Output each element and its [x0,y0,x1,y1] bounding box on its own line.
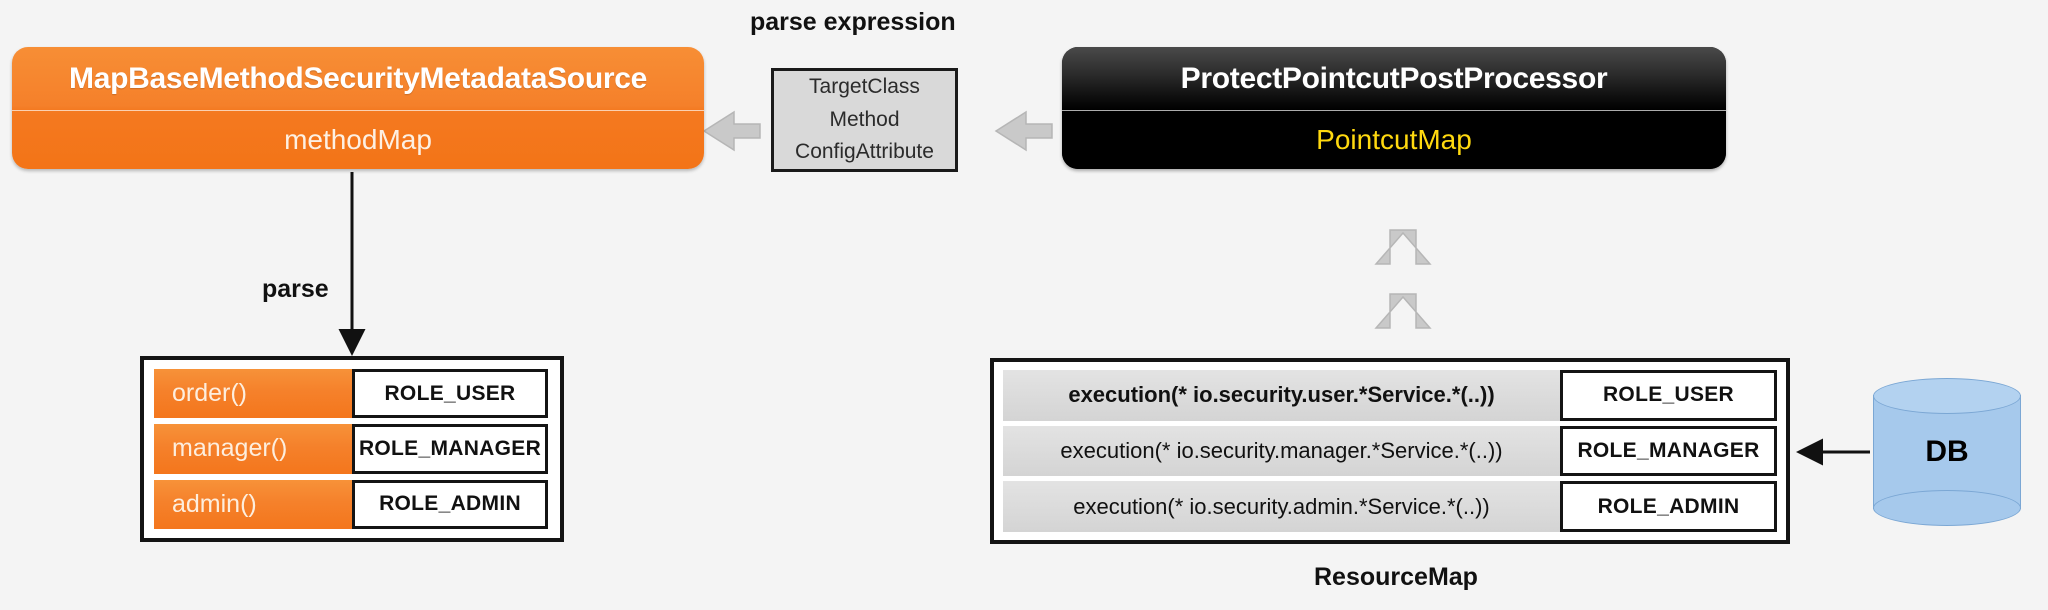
resource-expression: execution(* io.security.admin.*Service.*… [1003,481,1560,533]
post-processor-field: PointcutMap [1062,111,1726,169]
arrow-up-lower [1374,293,1432,329]
cylinder-top-ellipse [1873,378,2021,414]
table-row: admin() ROLE_ADMIN [154,479,548,529]
resource-map-caption: ResourceMap [1314,563,1478,591]
attribute-line-targetclass: TargetClass [809,75,920,99]
table-row: execution(* io.security.user.*Service.*(… [1003,370,1777,421]
method-role: ROLE_USER [352,369,548,419]
method-key: manager() [154,424,352,474]
resource-expression: execution(* io.security.manager.*Service… [1003,425,1560,477]
database-cylinder: DB [1873,378,2021,526]
attribute-line-configattribute: ConfigAttribute [795,140,934,164]
attribute-line-method: Method [829,107,900,131]
method-role: ROLE_ADMIN [352,479,548,529]
resource-map-table: execution(* io.security.user.*Service.*(… [990,358,1790,544]
arrow-postprocessor-to-attrbox [994,110,1053,152]
metadata-source-card: MapBaseMethodSecurityMetadataSource meth… [12,47,704,169]
table-row: manager() ROLE_MANAGER [154,424,548,474]
cylinder-bottom-ellipse [1873,490,2021,526]
table-row: execution(* io.security.admin.*Service.*… [1003,481,1777,533]
method-role: ROLE_MANAGER [352,424,548,474]
method-key: admin() [154,479,352,529]
method-key: order() [154,369,352,419]
metadata-source-title: MapBaseMethodSecurityMetadataSource [12,47,704,112]
resource-role: ROLE_ADMIN [1560,481,1777,533]
database-label: DB [1925,435,1969,468]
attribute-box: TargetClass Method ConfigAttribute [771,68,958,172]
resource-expression: execution(* io.security.user.*Service.*(… [1003,370,1560,421]
resource-role: ROLE_MANAGER [1560,425,1777,477]
table-row: execution(* io.security.manager.*Service… [1003,425,1777,477]
parse-expression-label: parse expression [750,8,956,36]
resource-role: ROLE_USER [1560,370,1777,421]
arrow-attrbox-to-metadatasource [702,110,761,152]
table-row: order() ROLE_USER [154,369,548,419]
parse-label: parse [262,275,329,303]
post-processor-card: ProtectPointcutPostProcessor PointcutMap [1062,47,1726,169]
method-map-table: order() ROLE_USER manager() ROLE_MANAGER… [140,356,564,542]
metadata-source-field: methodMap [284,124,432,156]
post-processor-title: ProtectPointcutPostProcessor [1062,47,1726,112]
arrow-up-upper [1374,229,1432,265]
